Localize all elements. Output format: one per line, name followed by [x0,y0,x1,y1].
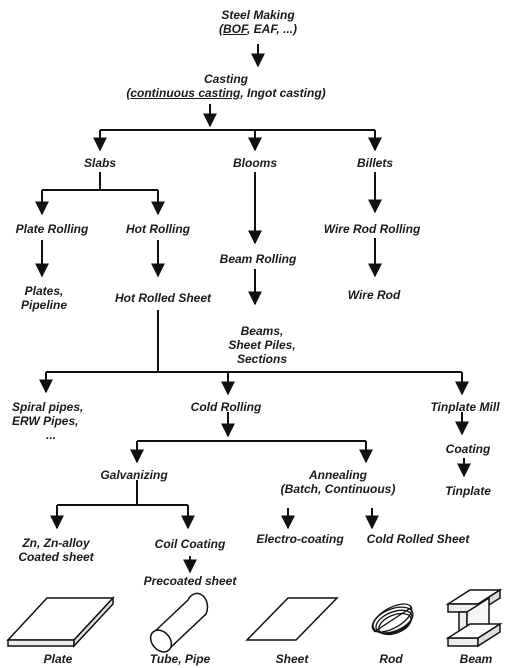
paren-open: ( [218,22,223,36]
product-rod-label: Rod [379,652,403,666]
paren-open: ( [126,86,131,100]
coated-sheet-text: Coated sheet [18,550,94,564]
annealing-text: Annealing [308,468,367,482]
batch-continuous-text: (Batch, Continuous) [280,482,396,496]
casting-sub: (continuous casting, Ingot casting) [126,86,325,100]
node-cold-rolling: Cold Rolling [190,400,262,414]
node-coil-coating: Coil Coating [154,537,226,551]
node-beam-rolling: Beam Rolling [219,252,297,266]
casting-title: Casting [203,72,249,86]
node-hot-rolling: Hot Rolling [126,222,190,236]
bof-text: BOF [222,22,247,36]
node-blooms: Blooms [232,156,278,170]
continuous-casting-text: continuous casting [130,86,241,100]
steel-making-title: Steel Making [221,8,295,22]
node-precoated-sheet: Precoated sheet [143,574,237,588]
rod-coil-icon [371,603,414,636]
plate-icon [6,596,115,648]
sheet-icon [245,597,339,641]
node-zn-coated: Zn, Zn-alloy Coated sheet [18,536,93,564]
ingot-casting-text: , Ingot casting) [240,86,326,100]
node-beams: Beams, Sheet Piles, Sections [228,324,295,366]
node-billets: Billets [356,156,394,170]
node-steel-making: Steel Making (BOF, EAF, ...) [219,8,297,36]
zn-alloy-text: Zn, Zn-alloy [22,536,90,550]
sheet-piles-text: Sheet Piles, [228,338,296,352]
product-sheet-label: Sheet [275,652,309,666]
node-hot-rolled-sheet: Hot Rolled Sheet [114,291,212,305]
product-plate-label: Plate [43,652,73,666]
node-tinplate: Tinplate [445,484,491,498]
node-tinplate-mill: Tinplate Mill [430,400,500,414]
connector-lines [35,44,471,574]
beams-text: Beams, [240,324,284,338]
node-slabs: Slabs [83,156,117,170]
eaf-text: , EAF, ...) [246,22,298,36]
node-wire-rod: Wire Rod [347,288,401,302]
plates-text: Plates, [24,284,64,298]
steel-making-sub: (BOF, EAF, ...) [219,22,297,36]
node-galvanizing: Galvanizing [100,468,168,482]
node-plates-pipeline: Plates, Pipeline [21,284,67,312]
spiral-pipes-text: Spiral pipes, [12,400,84,414]
erw-pipes-text: ERW Pipes, [12,414,79,428]
product-beam-label: Beam [459,652,493,666]
node-electro-coating: Electro-coating [256,532,344,546]
pipeline-text: Pipeline [20,298,68,312]
node-plate-rolling: Plate Rolling [15,222,89,236]
node-annealing: Annealing (Batch, Continuous) [281,468,396,496]
sections-text: Sections [236,352,287,366]
node-spiral-pipes: Spiral pipes, ERW Pipes, ... [12,400,83,442]
ellipsis-text: ... [46,428,57,442]
node-casting: Casting (continuous casting, Ingot casti… [126,72,325,100]
node-cold-rolled-sheet: Cold Rolled Sheet [366,532,470,546]
tube-pipe-icon [149,592,209,653]
node-coating: Coating [445,442,491,456]
product-tube-pipe-label: Tube, Pipe [149,652,211,666]
node-wire-rod-rolling: Wire Rod Rolling [323,222,421,236]
beam-icon [445,588,503,648]
